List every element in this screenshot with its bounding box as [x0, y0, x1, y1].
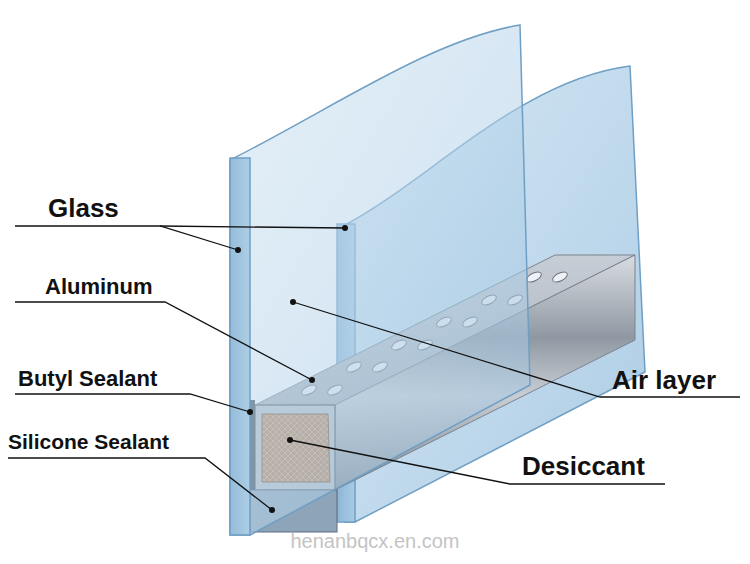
part-label: Glass [48, 194, 119, 224]
watermark: henanbqcx.en.com [290, 530, 459, 553]
part-label: Air layer [612, 366, 716, 396]
part-label: Aluminum [45, 274, 153, 299]
part-label: Butyl Sealant [18, 366, 157, 391]
part-label: Silicone Sealant [8, 430, 169, 454]
part-label: Desiccant [522, 452, 645, 482]
